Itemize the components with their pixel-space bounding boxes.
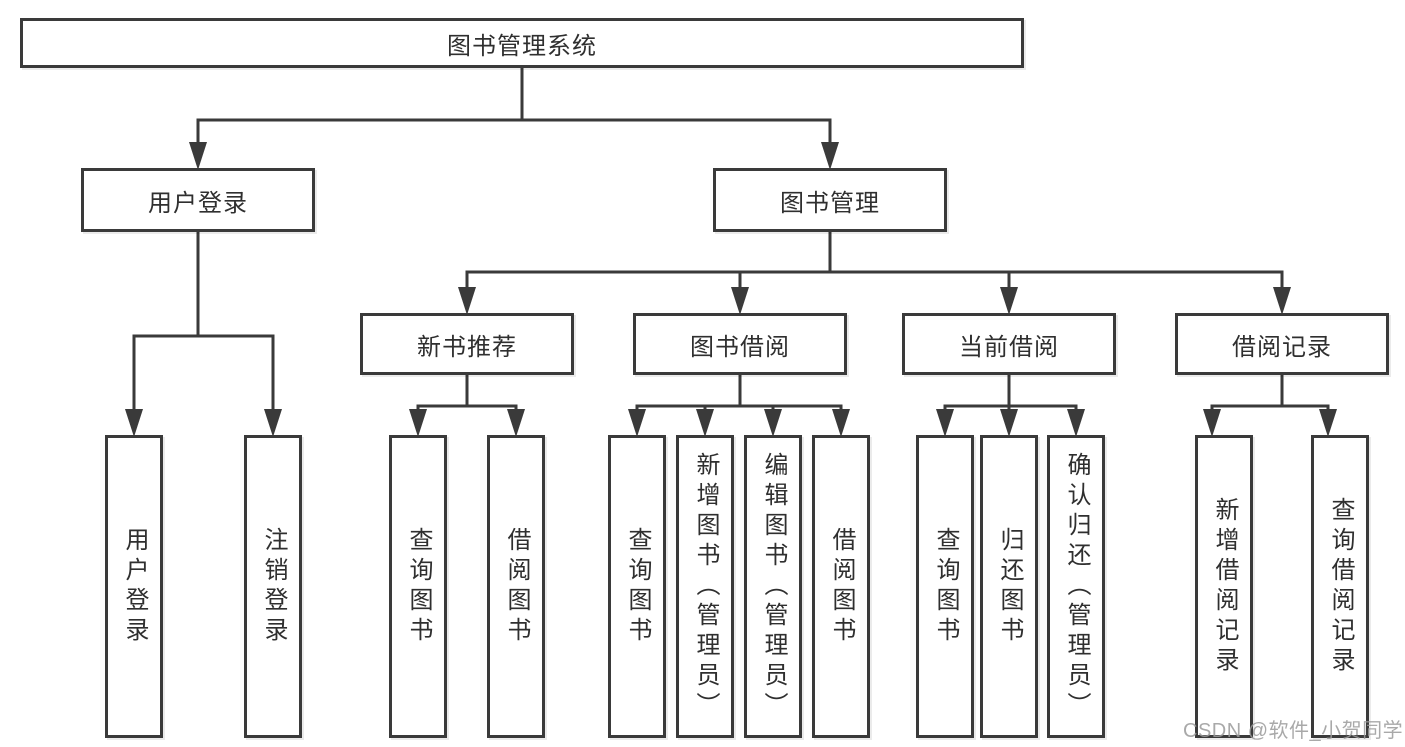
node-label: 当前借阅 xyxy=(959,333,1059,361)
node-new-book-recommend: 新书推荐 xyxy=(360,313,574,375)
node-label: 图书管理 xyxy=(780,189,880,217)
leaf-records-add-record: 新增借阅记录 xyxy=(1195,435,1253,738)
leaf-borrow-query-books: 查询图书 xyxy=(608,435,666,738)
leaf-borrow-add-books-admin: 新增图书（管理员） xyxy=(676,435,734,738)
leaf-label: 归还图书 xyxy=(996,526,1023,647)
leaf-label: 查询图书 xyxy=(624,526,651,647)
node-book-borrowing: 图书借阅 xyxy=(633,313,847,375)
leaf-user-login: 用户登录 xyxy=(105,435,163,738)
leaf-newbooks-borrow-books: 借阅图书 xyxy=(487,435,545,738)
node-label: 新书推荐 xyxy=(417,333,517,361)
leaf-current-query-books: 查询图书 xyxy=(916,435,974,738)
csdn-watermark: CSDN @软件_小贺同学 xyxy=(1183,720,1404,742)
leaf-label: 新增图书（管理员） xyxy=(692,451,719,722)
leaf-borrow-borrow-books: 借阅图书 xyxy=(812,435,870,738)
leaf-logout: 注销登录 xyxy=(244,435,302,738)
leaf-label: 编辑图书（管理员） xyxy=(760,451,787,722)
node-label: 用户登录 xyxy=(148,189,248,217)
leaf-label: 用户登录 xyxy=(121,526,148,647)
leaf-label: 确认归还（管理员） xyxy=(1063,451,1090,722)
leaf-label: 查询图书 xyxy=(932,526,959,647)
leaf-current-return-books: 归还图书 xyxy=(980,435,1038,738)
node-current-borrowing: 当前借阅 xyxy=(902,313,1116,375)
node-book-management: 图书管理 xyxy=(713,168,947,232)
leaf-current-confirm-return-admin: 确认归还（管理员） xyxy=(1047,435,1105,738)
node-user-login: 用户登录 xyxy=(81,168,315,232)
node-borrowing-records: 借阅记录 xyxy=(1175,313,1389,375)
leaf-borrow-edit-books-admin: 编辑图书（管理员） xyxy=(744,435,802,738)
leaf-label: 借阅图书 xyxy=(828,526,855,647)
leaf-newbooks-query-books: 查询图书 xyxy=(389,435,447,738)
node-label: 图书借阅 xyxy=(690,333,790,361)
leaf-label: 借阅图书 xyxy=(503,526,530,647)
node-label: 借阅记录 xyxy=(1232,333,1332,361)
leaf-records-query-record: 查询借阅记录 xyxy=(1311,435,1369,738)
node-root-system: 图书管理系统 xyxy=(20,18,1024,68)
leaf-label: 注销登录 xyxy=(260,526,287,647)
leaf-label: 查询图书 xyxy=(405,526,432,647)
leaf-label: 查询借阅记录 xyxy=(1327,496,1354,677)
node-label: 图书管理系统 xyxy=(447,32,597,60)
leaf-label: 新增借阅记录 xyxy=(1211,496,1238,677)
